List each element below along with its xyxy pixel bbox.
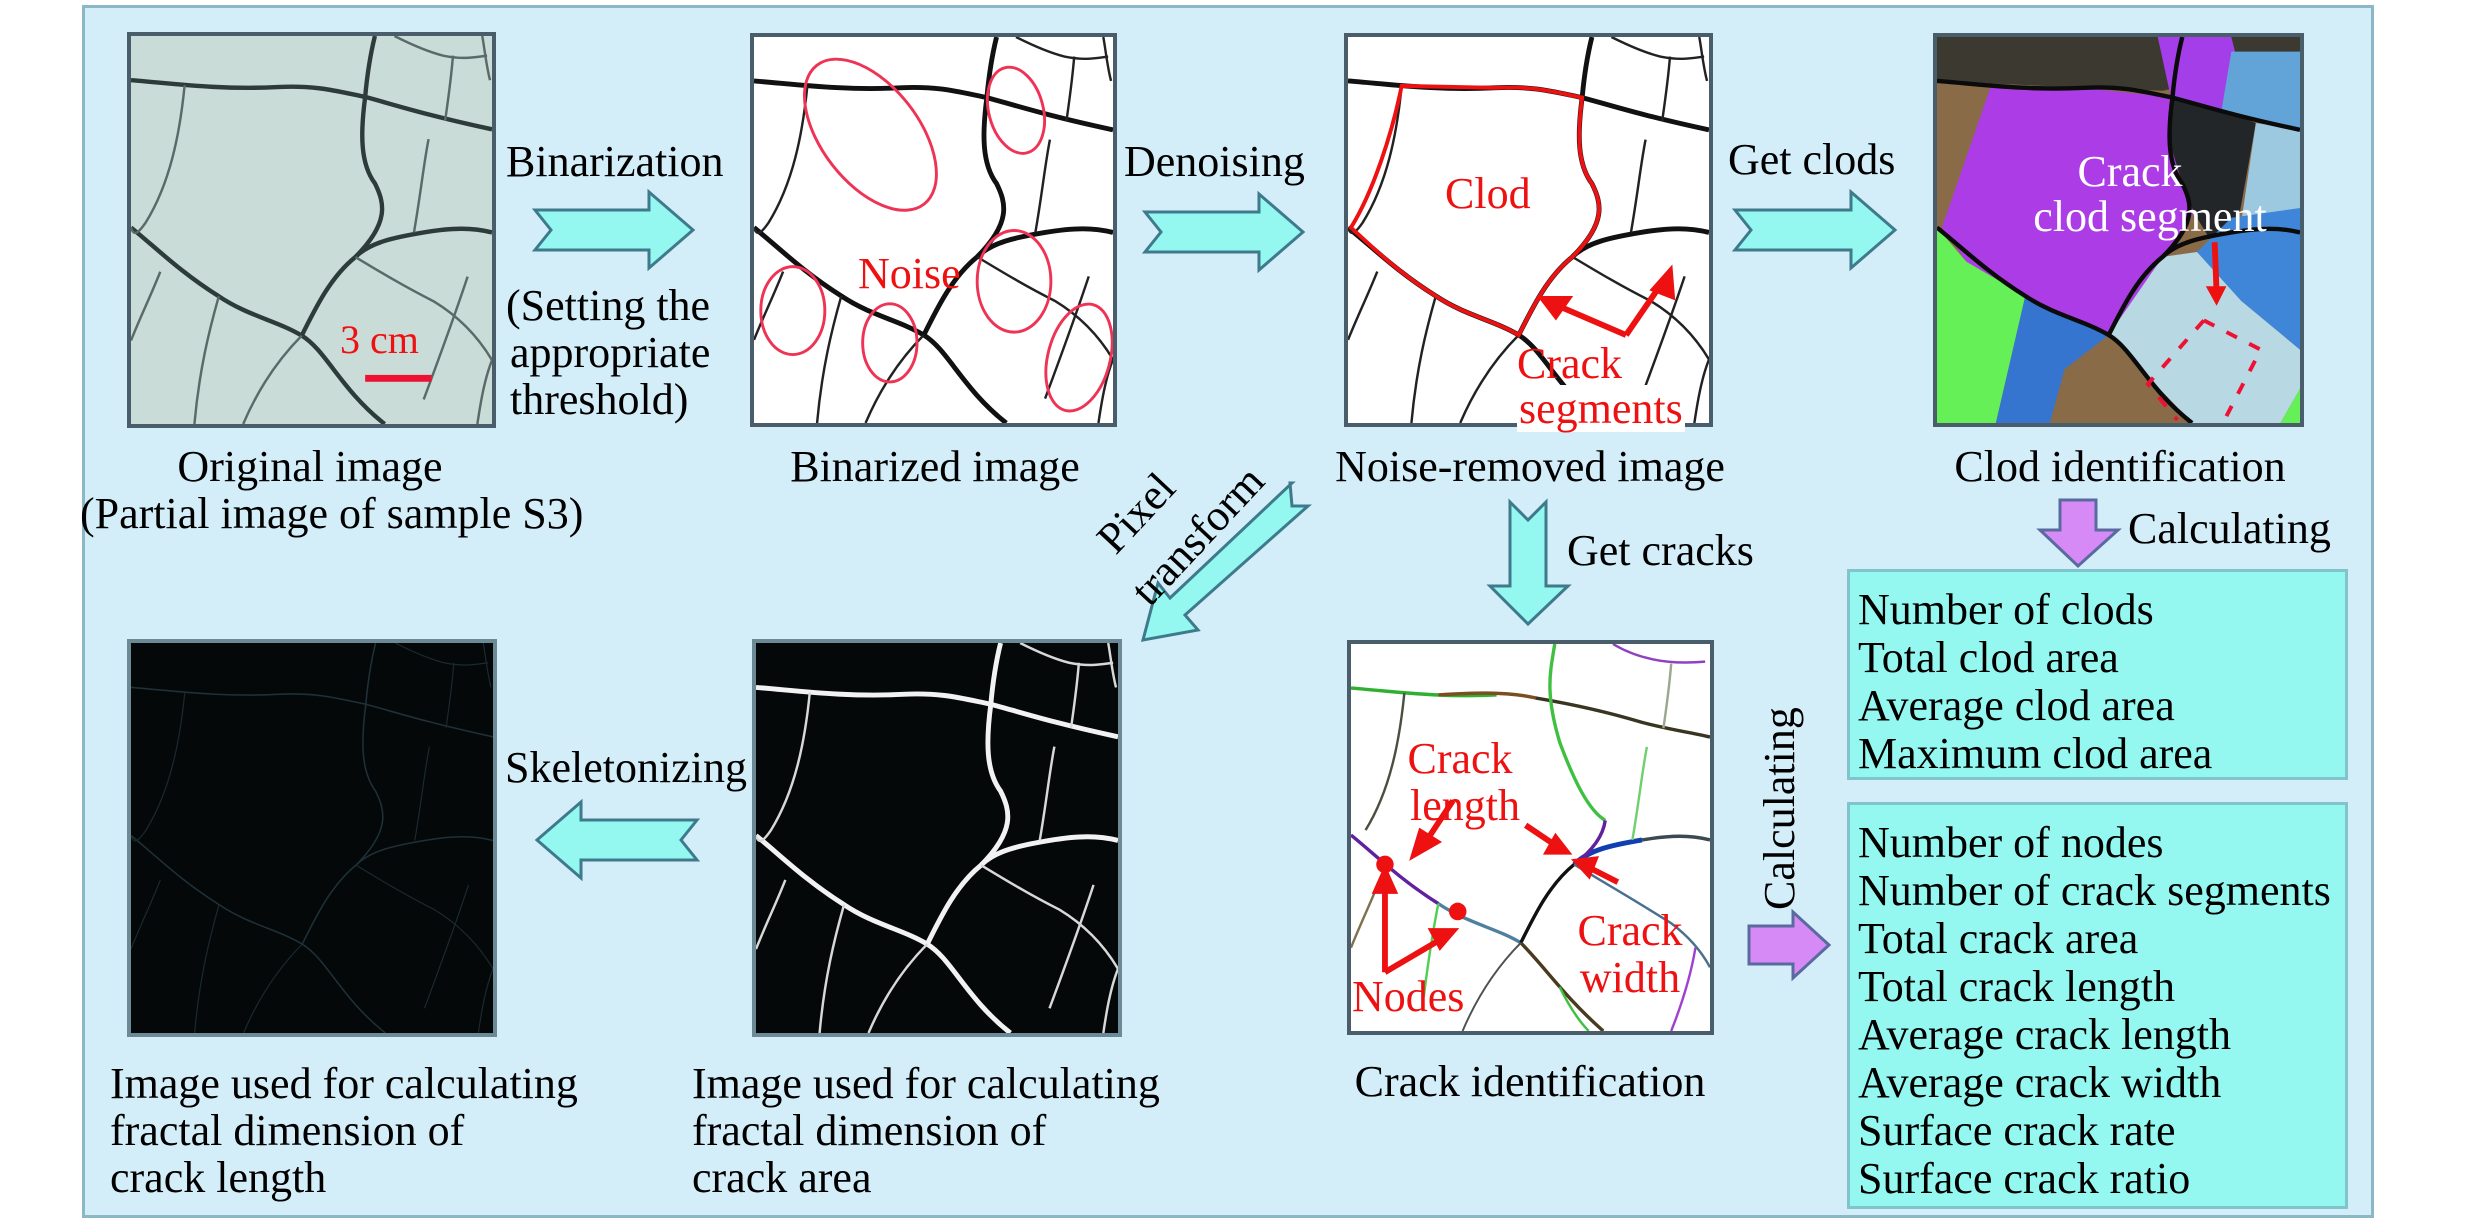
crack-metric: Number of nodes <box>1858 818 2164 867</box>
crack-metric: Total crack area <box>1858 914 2139 963</box>
crack-metric: Surface crack rate <box>1858 1106 2176 1155</box>
denoising-label: Denoising <box>1124 137 1305 186</box>
crack-clod-annotation-1: Crack <box>2077 147 2183 196</box>
crack-clod-segment-outline <box>2145 318 2264 422</box>
crack-segments-annotation-1: Crack <box>1517 339 1623 388</box>
crack-area-caption-1: Image used for calculating <box>692 1059 1160 1108</box>
crack-clod-annotation-2: clod segment <box>2033 192 2267 241</box>
crack-length-annotation-1: Crack <box>1407 734 1513 783</box>
calculating-cracks-arrow <box>1747 908 1832 982</box>
calculating-clods-label: Calculating <box>2128 504 2331 553</box>
noise-annotation: Noise <box>858 249 961 298</box>
original-caption-1: Original image <box>177 442 443 491</box>
crack-annotation-arrows <box>1371 799 1620 975</box>
original-crack-photo <box>131 36 492 424</box>
denoising-arrow <box>1141 190 1307 274</box>
crack-area-binary <box>756 643 1118 1033</box>
calculating-cracks-label: Calculating <box>1755 707 1804 910</box>
calculating-clods-arrow <box>2036 498 2122 569</box>
clod-identification-caption: Clod identification <box>1954 442 2286 491</box>
noise-removed-crack-pattern <box>1348 37 1709 423</box>
crack-width-annotation-1: Crack <box>1577 906 1683 955</box>
clod-metric: Maximum clod area <box>1858 729 2213 778</box>
binarization-note-3: threshold) <box>510 375 689 424</box>
clod-identification-image <box>1933 33 2304 427</box>
crack-metric: Surface crack ratio <box>1858 1154 2191 1203</box>
original-caption-2: (Partial image of sample S3) <box>80 489 584 538</box>
crack-metric: Total crack length <box>1858 962 2176 1011</box>
clod-metrics-box: Number of clods Total clod area Average … <box>1847 569 2348 780</box>
crack-length-annotation-2: length <box>1410 781 1520 830</box>
get-cracks-label: Get cracks <box>1567 526 1754 575</box>
nodes-annotation: Nodes <box>1352 972 1465 1021</box>
noise-circles <box>759 57 1113 413</box>
crack-identification-map <box>1351 644 1710 1031</box>
crack-area-image <box>752 639 1122 1037</box>
scale-bar-label: 3 cm <box>340 317 419 362</box>
clod-segmentation-map <box>1937 37 2300 423</box>
crack-identification-image <box>1347 640 1714 1035</box>
noise-removed-image <box>1344 33 1713 427</box>
crack-length-image <box>127 639 497 1037</box>
pixel-transform-arrow <box>1140 480 1312 645</box>
crack-segments-annotation-2: segments <box>1517 384 1685 433</box>
crack-area-caption-3: crack area <box>692 1153 872 1202</box>
binarized-image <box>750 33 1117 427</box>
binarization-label: Binarization <box>506 137 724 186</box>
skeletonizing-label: Skeletonizing <box>505 743 747 792</box>
get-clods-label: Get clods <box>1728 135 1896 184</box>
crack-metrics-box: Number of nodes Number of crack segments… <box>1847 802 2348 1209</box>
clod-metric: Number of clods <box>1858 585 2154 634</box>
binarized-crack-pattern <box>754 37 1113 423</box>
scale-bar <box>365 374 432 382</box>
binarized-caption: Binarized image <box>790 442 1080 491</box>
noise-removed-caption: Noise-removed image <box>1335 442 1725 491</box>
binarization-note-2: appropriate <box>510 328 711 377</box>
crack-skeleton <box>131 643 493 1033</box>
clod-metric: Average clod area <box>1858 681 2175 730</box>
original-image <box>127 32 496 428</box>
crack-metric: Average crack width <box>1858 1058 2222 1107</box>
crack-identification-caption: Crack identification <box>1354 1057 1706 1106</box>
crack-width-annotation-2: width <box>1579 953 1681 1002</box>
clod-annotation: Clod <box>1445 169 1531 218</box>
binarization-note-1: (Setting the <box>506 281 711 330</box>
crack-metric: Average crack length <box>1858 1010 2231 1059</box>
skeletonizing-arrow <box>533 798 701 882</box>
crack-segment-arrows <box>1537 264 1676 338</box>
crack-length-caption-1: Image used for calculating <box>110 1059 578 1108</box>
crack-length-caption-2: fractal dimension of <box>110 1106 465 1155</box>
crack-area-caption-2: fractal dimension of <box>692 1106 1047 1155</box>
binarization-arrow <box>531 188 697 272</box>
crack-metric: Number of crack segments <box>1858 866 2331 915</box>
get-clods-arrow <box>1731 188 1899 272</box>
clod-metric: Total clod area <box>1858 633 2119 682</box>
clod-outline <box>1348 83 1602 338</box>
crack-length-caption-3: crack length <box>110 1153 327 1202</box>
get-cracks-arrow <box>1486 498 1572 627</box>
